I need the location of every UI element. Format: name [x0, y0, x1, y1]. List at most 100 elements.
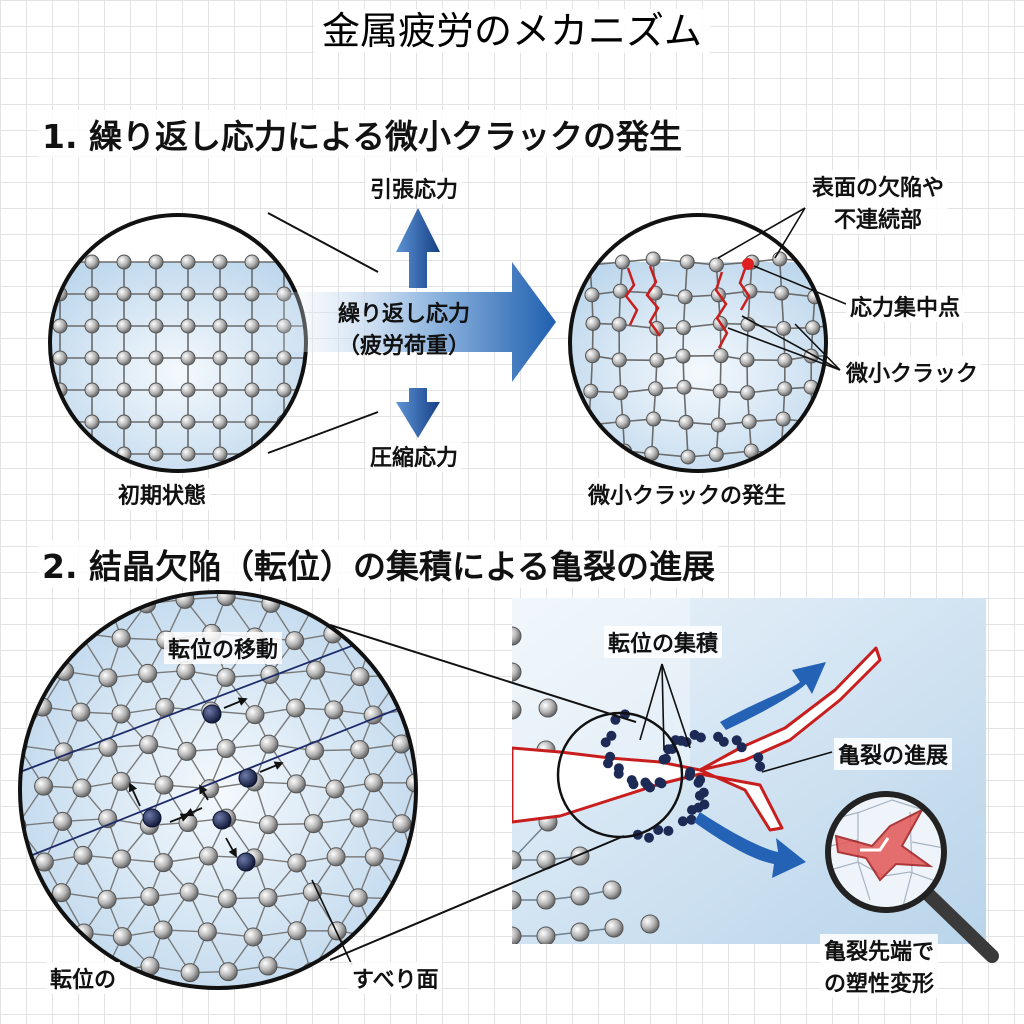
compression-arrow	[396, 388, 440, 438]
dislocation-dot	[731, 735, 742, 746]
atom	[111, 628, 131, 648]
atom	[244, 414, 260, 430]
atom	[148, 382, 164, 398]
dislocation-atom	[238, 768, 258, 788]
atom	[710, 417, 726, 433]
atom	[216, 739, 236, 759]
atom	[72, 778, 92, 798]
atom	[604, 918, 624, 938]
magnifier-rim	[825, 791, 947, 913]
atom	[71, 702, 91, 722]
atom	[180, 414, 196, 430]
section1-callouts	[717, 207, 847, 371]
atom	[512, 926, 522, 944]
dislocation-dot	[653, 825, 664, 835]
atom	[773, 445, 789, 461]
bond	[316, 595, 361, 602]
motion-arrow-1	[223, 697, 248, 709]
bond	[401, 891, 416, 900]
atom	[570, 846, 590, 866]
atom	[84, 350, 100, 366]
zoom-line-bottom	[267, 411, 379, 454]
atom	[612, 283, 628, 299]
atom	[98, 668, 118, 688]
section2-heading: 2. 結晶欠陥（転位）の集積による亀裂の進展	[38, 540, 719, 588]
atom	[177, 741, 197, 761]
atom	[742, 283, 758, 299]
atom	[70, 623, 90, 643]
atom	[286, 774, 306, 794]
atom	[52, 446, 68, 462]
atom	[453, 700, 471, 718]
tip-plastic-label: 亀裂先端で の塑性変形	[820, 934, 939, 998]
atom	[536, 890, 556, 910]
bond	[41, 632, 81, 640]
atom	[244, 382, 260, 398]
atom	[584, 287, 600, 303]
atom	[148, 350, 164, 366]
atom	[708, 447, 724, 463]
dislocation-atom	[142, 808, 162, 828]
atom	[116, 382, 132, 398]
atom	[570, 886, 590, 906]
dislocation-accumulation-label: 転位の集積	[604, 626, 723, 658]
bond	[587, 450, 625, 456]
atom	[20, 885, 26, 905]
atom	[708, 257, 724, 273]
atom	[348, 888, 368, 908]
atom	[325, 779, 345, 799]
dislocation-motion-label: 転位の移動	[164, 632, 283, 664]
atom	[741, 414, 757, 430]
callout-micro-crack-b	[727, 327, 841, 371]
atom	[34, 776, 54, 796]
atom	[212, 318, 228, 334]
atom	[20, 662, 29, 682]
dislocation-dot	[693, 777, 704, 788]
callout-micro-crack-a	[741, 315, 841, 371]
atom	[777, 352, 793, 368]
atom	[327, 921, 347, 941]
atom	[258, 956, 278, 976]
atom	[429, 593, 447, 611]
callout-slip-plane	[311, 879, 353, 966]
atom	[350, 740, 370, 760]
atom	[392, 889, 412, 909]
bond	[400, 669, 416, 677]
tip-plastic-line1: 亀裂先端で	[824, 940, 935, 965]
cyclic-stress-label: 繰り返し応力 （疲労荷重）	[334, 296, 474, 360]
callout-accumulation-a	[639, 663, 663, 741]
atom	[303, 814, 323, 834]
atom	[111, 704, 131, 724]
dislocations	[142, 704, 258, 872]
motion-arrow-7	[225, 837, 237, 858]
dislocation-cluster	[600, 709, 766, 843]
atom	[309, 383, 323, 397]
atom	[392, 814, 412, 834]
atom	[84, 414, 100, 430]
atom	[512, 662, 522, 682]
bond	[20, 638, 43, 673]
atom	[180, 254, 196, 270]
atom	[180, 382, 196, 398]
bond	[438, 602, 463, 635]
atom	[324, 700, 344, 720]
tension-label: 引張応力	[366, 172, 463, 204]
atom	[154, 775, 174, 795]
atom	[55, 592, 75, 608]
atom	[287, 853, 307, 873]
callout-propagation	[761, 751, 833, 773]
atom	[390, 593, 410, 613]
atom	[52, 254, 68, 270]
atom	[585, 315, 601, 331]
atom	[585, 348, 601, 364]
atom	[276, 350, 292, 366]
cyclic-stress-arrow	[250, 262, 556, 382]
atom	[112, 849, 132, 869]
bond	[443, 930, 458, 971]
bond	[399, 675, 416, 710]
magnifier-handle	[923, 889, 999, 963]
bond	[401, 862, 416, 899]
magnifier-icon	[825, 791, 999, 963]
dislocation-dot	[606, 730, 617, 741]
